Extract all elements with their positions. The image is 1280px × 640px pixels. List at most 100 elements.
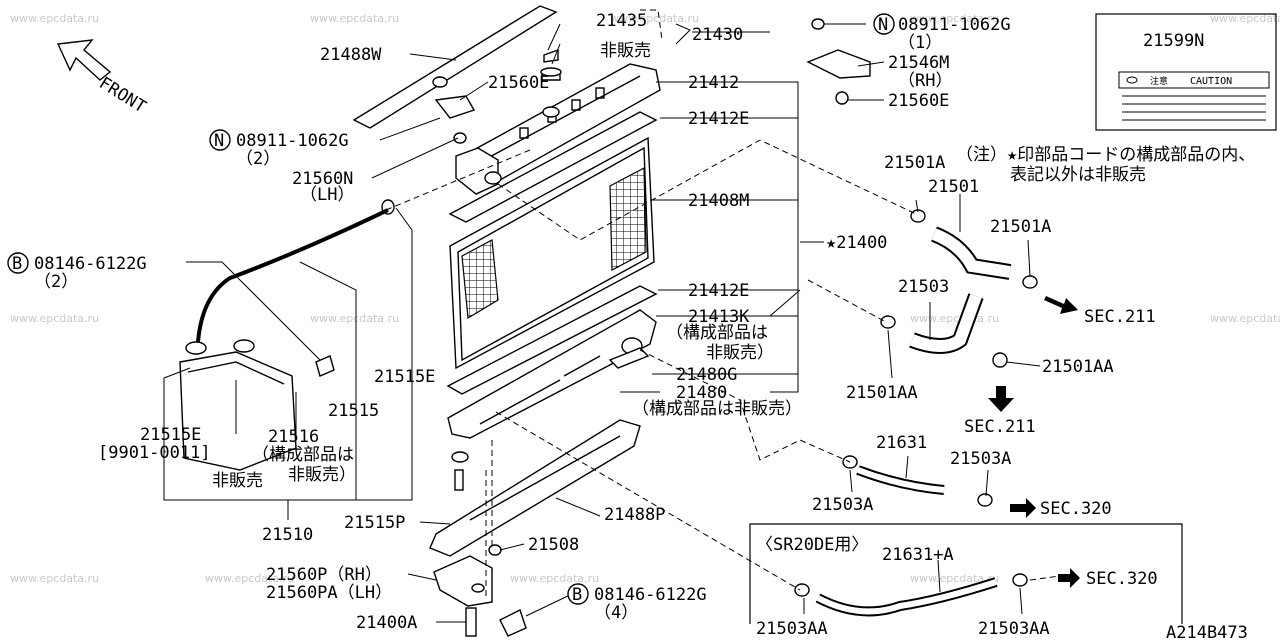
svg-text:www.epcdata.ru: www.epcdata.ru — [910, 12, 999, 25]
svg-text:www.epcdata.ru: www.epcdata.ru — [10, 572, 99, 585]
drain-seal — [608, 347, 650, 369]
hose-21631 — [842, 455, 993, 507]
svg-text:表記以外は非販売: 表記以外は非販売 — [1010, 165, 1146, 185]
svg-text:www.epcdata.ru: www.epcdata.ru — [310, 12, 399, 25]
label-08146-2: 08146-6122G — [594, 585, 707, 605]
part-labels: 21488W 21435 非販売 21430 08911-1062G （1） 2… — [34, 11, 1248, 640]
gasket-lower — [446, 285, 658, 395]
label-hihanbai-2: 非販売） — [706, 343, 774, 363]
svg-text:21599N: 21599N — [1143, 31, 1204, 51]
label-21631: 21631 — [876, 433, 927, 453]
label-hihanbai-4: 非販売） — [288, 465, 356, 485]
label-qty-1: （1） — [898, 33, 942, 53]
label-21515E-a: 21515E — [374, 367, 435, 387]
label-21400A: 21400A — [356, 613, 417, 633]
svg-text:CAUTION: CAUTION — [1190, 76, 1232, 87]
svg-text:www.epcdata.ru: www.epcdata.ru — [910, 572, 999, 585]
svg-text:B: B — [572, 585, 582, 605]
label-21503: 21503 — [898, 277, 949, 297]
label-sec320-b: SEC.320 — [1086, 569, 1158, 589]
svg-text:www.epcdata.ru: www.epcdata.ru — [205, 572, 294, 585]
label-note-kosei-2: （構成部品は非販売） — [632, 399, 802, 419]
label-21503AA-b: 21503AA — [978, 619, 1050, 639]
label-21560N: 21560N — [292, 169, 353, 189]
circle-b-icon: B — [7, 252, 29, 274]
svg-text:N: N — [878, 15, 888, 35]
svg-text:www.epcdata.ru: www.epcdata.ru — [610, 12, 699, 25]
label-sec320-a: SEC.320 — [1040, 499, 1112, 519]
front-arrow-icon: FRONT — [56, 39, 149, 117]
radiator-core — [449, 136, 655, 370]
label-sec211-b: SEC.211 — [964, 417, 1036, 437]
label-21412: 21412 — [688, 73, 739, 93]
label-21515P: 21515P — [344, 513, 405, 533]
label-21412E-a: 21412E — [688, 109, 749, 129]
label-21400: ★21400 — [826, 233, 887, 253]
label-21508: 21508 — [528, 535, 579, 555]
overflow-hose — [196, 208, 389, 343]
label-21480G: 21480G — [676, 365, 737, 385]
label-08911-1: 08911-1062G — [898, 15, 1011, 35]
hose-21631a — [794, 573, 1028, 617]
label-qty-3: （2） — [34, 272, 78, 292]
label-21488W: 21488W — [320, 45, 382, 65]
label-21560E-a: 21560E — [888, 91, 949, 111]
label-21501AA-a: 21501AA — [1042, 357, 1114, 377]
mount-bracket — [433, 555, 493, 607]
label-hihanbai-1: 非販売 — [600, 41, 651, 61]
label-21488P: 21488P — [604, 505, 665, 525]
label-21515E-b: 21515E — [140, 425, 201, 445]
circle-n-icon-2: N — [209, 129, 231, 151]
label-21560E-b: 21560E — [488, 73, 549, 93]
svg-text:www.epcdata.ru: www.epcdata.ru — [510, 572, 599, 585]
label-21546M: 21546M — [888, 53, 949, 73]
svg-text:〈SR20DE用〉: 〈SR20DE用〉 — [756, 535, 868, 555]
upper-hose — [910, 209, 1038, 289]
svg-text:N: N — [214, 131, 224, 151]
label-21501A-b: 21501A — [990, 217, 1051, 237]
caution-label-box: 21599N 注意 CAUTION — [1095, 13, 1277, 131]
svg-text:www.epcdata.ru: www.epcdata.ru — [10, 312, 99, 325]
svg-text:FRONT: FRONT — [95, 73, 149, 117]
circle-n-icon: N — [873, 13, 895, 35]
label-08146-1: 08146-6122G — [34, 254, 147, 274]
label-21560PA: 21560PA（LH） — [266, 583, 392, 603]
leader-lines — [163, 23, 1041, 623]
sec-arrows — [988, 296, 1080, 588]
label-qty-2: （2） — [236, 149, 280, 169]
label-21631A: 21631+A — [882, 545, 954, 565]
label-21501: 21501 — [928, 177, 979, 197]
label-08911-2: 08911-1062G — [236, 131, 349, 151]
label-21503A-b: 21503A — [812, 495, 873, 515]
grommets — [381, 18, 871, 637]
label-note-kosei-1: （構成部品は — [666, 323, 768, 343]
label-21435: 21435 — [596, 11, 647, 31]
svg-text:注意: 注意 — [1150, 75, 1168, 87]
label-21408M: 21408M — [688, 191, 749, 211]
svg-text:www.epcdata.ru: www.epcdata.ru — [1210, 12, 1280, 25]
label-21516: 21516 — [268, 427, 319, 447]
lower-hose — [880, 293, 1008, 368]
svg-text:www.epcdata.ru: www.epcdata.ru — [310, 312, 399, 325]
label-21501A-a: 21501A — [884, 153, 945, 173]
svg-text:（注）★印部品コードの構成部品の内、: （注）★印部品コードの構成部品の内、 — [956, 145, 1255, 165]
label-21430: 21430 — [692, 25, 743, 45]
svg-text:www.epcdata.ru: www.epcdata.ru — [10, 12, 99, 25]
label-qty-4: （4） — [594, 603, 638, 623]
label-21560P: 21560P（RH） — [266, 565, 382, 585]
sr20de-box: 〈SR20DE用〉 — [749, 523, 1183, 624]
label-21413K: 21413K — [688, 307, 750, 327]
svg-text:www.epcdata.ru: www.epcdata.ru — [910, 312, 999, 325]
note-text: （注）★印部品コードの構成部品の内、 表記以外は非販売 — [956, 145, 1255, 185]
lower-tank — [447, 309, 657, 439]
label-note-kosei-3: （構成部品は — [252, 445, 354, 465]
label-21510: 21510 — [262, 525, 313, 545]
dashed-leaders — [385, 9, 1061, 600]
label-21503AA-a: 21503AA — [756, 619, 828, 639]
label-21501AA-b: 21501AA — [846, 383, 918, 403]
gasket-upper — [448, 111, 658, 223]
label-date-range: [9901-0011] — [98, 443, 211, 463]
label-hihanbai-3: 非販売 — [212, 471, 263, 491]
reservoir-tank — [179, 339, 335, 471]
